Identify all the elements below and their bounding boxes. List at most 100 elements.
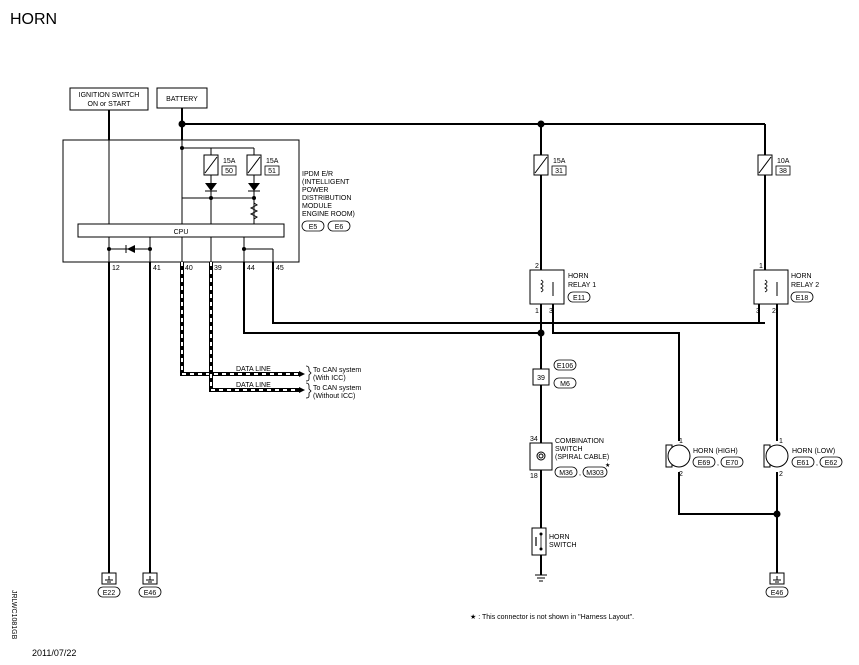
svg-text:RELAY 1: RELAY 1 [568, 282, 596, 289]
horn-icon [765, 444, 789, 468]
svg-text:RELAY 2: RELAY 2 [791, 282, 819, 289]
svg-text:E62: E62 [825, 460, 838, 467]
svg-text:M6: M6 [560, 381, 570, 388]
svg-text:2: 2 [535, 263, 539, 270]
svg-text:E69: E69 [698, 460, 711, 467]
svg-text:IPDM E/R: IPDM E/R [302, 171, 333, 178]
svg-text:15A: 15A [553, 158, 566, 165]
svg-text:POWER: POWER [302, 187, 328, 194]
diode-icon [205, 183, 217, 191]
svg-text:ENGINE ROOM): ENGINE ROOM) [302, 211, 355, 218]
svg-text:3: 3 [756, 308, 760, 315]
svg-text:1: 1 [779, 438, 783, 445]
svg-text:2: 2 [772, 308, 776, 315]
horn-switch: HORN SWITCH [531, 527, 577, 582]
footnote: ★ : This connector is not shown in "Harn… [470, 613, 634, 621]
ipdm-label: IPDM E/R (INTELLIGENT POWER DISTRIBUTION… [301, 171, 355, 232]
svg-text:SWITCH: SWITCH [549, 542, 577, 549]
svg-text:1: 1 [535, 308, 539, 315]
svg-text:3: 3 [549, 308, 553, 315]
svg-text:M36: M36 [559, 470, 573, 477]
svg-text:E22: E22 [103, 590, 116, 597]
ipdm-module: 15A 50 15A 51 CPU [62, 139, 300, 272]
svg-text:10A: 10A [777, 158, 790, 165]
svg-text:50: 50 [225, 168, 233, 175]
svg-text:DISTRIBUTION: DISTRIBUTION [302, 195, 351, 202]
svg-text:E106: E106 [557, 363, 573, 370]
battery-junction [178, 120, 186, 128]
svg-text:,: , [579, 470, 581, 477]
svg-text:HORN (LOW): HORN (LOW) [792, 448, 835, 455]
fuse-31: 15A 31 [533, 154, 567, 176]
svg-text:E46: E46 [771, 590, 784, 597]
combination-switch: 34 18 COMBINATION SWITCH (SPIRAL CABLE) … [529, 436, 610, 480]
ground-e46: E46 [138, 572, 162, 598]
fuse-51: 15A 51 [246, 154, 280, 176]
svg-text:,: , [717, 460, 719, 467]
battery-label: BATTERY [166, 96, 198, 103]
svg-text:E70: E70 [726, 460, 739, 467]
data-line-label: DATA LINE [236, 366, 271, 373]
battery: BATTERY [156, 87, 208, 109]
svg-text:To CAN system: To CAN system [313, 367, 361, 374]
horn-high: 1 2 HORN (HIGH) E69 , E70 [665, 438, 744, 478]
svg-text:(INTELLIGENT: (INTELLIGENT [302, 179, 350, 186]
ground-e22: E22 [97, 572, 121, 598]
svg-text:15A: 15A [223, 158, 236, 165]
svg-text:41: 41 [153, 265, 161, 272]
svg-text:34: 34 [530, 436, 538, 443]
svg-text:E46: E46 [144, 590, 157, 597]
svg-text:To CAN system: To CAN system [313, 385, 361, 392]
svg-text:51: 51 [268, 168, 276, 175]
horn-low: 1 2 HORN (LOW) E61 , E62 [763, 438, 843, 478]
cpu-label: CPU [174, 229, 189, 236]
svg-text:MODULE: MODULE [302, 203, 332, 210]
diode-icon [127, 245, 135, 253]
fuse-50: 15A 50 [203, 154, 237, 176]
power-wires [108, 108, 766, 155]
svg-text:1: 1 [679, 438, 683, 445]
svg-text:39: 39 [537, 375, 545, 382]
bus-junction [537, 120, 545, 128]
svg-text:15A: 15A [266, 158, 279, 165]
svg-text:40: 40 [185, 265, 193, 272]
svg-text:HORN (HIGH): HORN (HIGH) [693, 448, 738, 455]
relay1-junction [537, 329, 545, 337]
svg-text:HORN: HORN [549, 534, 570, 541]
ignition-switch-label: IGNITION SWITCH [79, 92, 140, 99]
diagram-title: HORN [10, 11, 57, 28]
svg-text:SWITCH: SWITCH [555, 446, 583, 453]
horn-relay-1: 2 1 3 HORN RELAY 1 E11 [529, 263, 596, 315]
svg-text:31: 31 [555, 168, 563, 175]
svg-text:1: 1 [759, 263, 763, 270]
svg-text:E18: E18 [796, 295, 809, 302]
cpu-box [77, 223, 285, 238]
relay-coil-icon [540, 279, 544, 293]
svg-text:,: , [816, 460, 818, 467]
fuse-38: 10A 38 [757, 154, 791, 176]
data-lines: DATA LINE DATA LINE To CAN system (With … [180, 262, 361, 400]
ignition-switch-state: ON or START [88, 101, 132, 108]
svg-text:18: 18 [530, 473, 538, 480]
svg-text:12: 12 [112, 265, 120, 272]
svg-text:38: 38 [779, 168, 787, 175]
svg-text:39: 39 [214, 265, 222, 272]
svg-text:E61: E61 [797, 460, 810, 467]
svg-text:M303: M303 [586, 470, 604, 477]
svg-text:E5: E5 [309, 224, 318, 231]
diode-icon [248, 183, 260, 191]
svg-text:HORN: HORN [568, 273, 589, 280]
ground-wires [108, 262, 765, 573]
horn-wires [540, 175, 778, 575]
ground-e46-horn: E46 [765, 572, 789, 598]
svg-text:44: 44 [247, 265, 255, 272]
star-icon: ★ [605, 462, 610, 469]
spiral-cable-icon [536, 451, 546, 461]
svg-text:E6: E6 [335, 224, 344, 231]
horn-icon [667, 444, 691, 468]
relay-coil-icon [764, 279, 768, 293]
svg-text:HORN: HORN [791, 273, 812, 280]
svg-text:2: 2 [779, 471, 783, 478]
horn-ground-junction [773, 510, 781, 518]
